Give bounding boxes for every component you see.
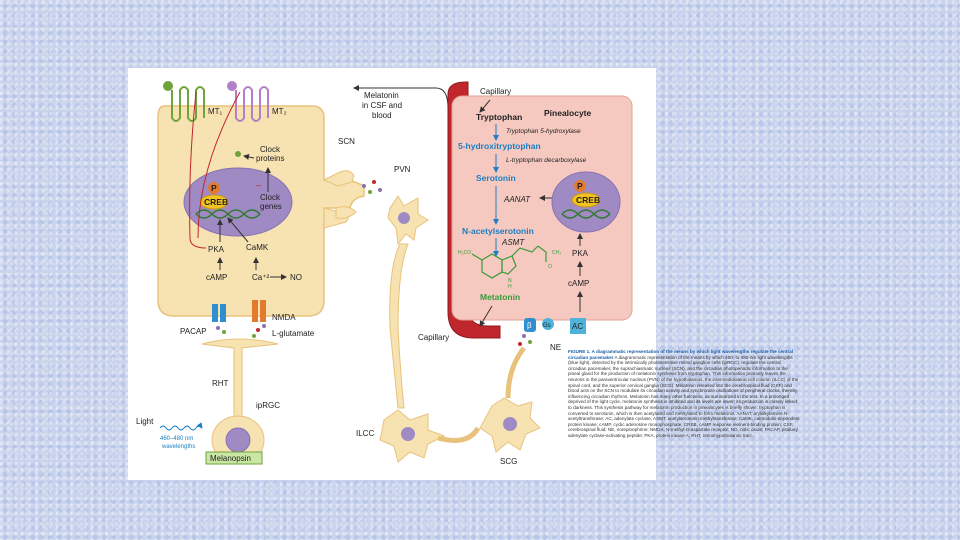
camk-label: CaMK [246, 243, 269, 252]
metatonin-label: Metatonin [480, 292, 520, 302]
beta-label: β [527, 321, 532, 330]
ilcc-label: ILCC [356, 429, 374, 438]
pacap-receptor [212, 304, 226, 322]
capillary-bottom-label: Capillary [418, 333, 449, 342]
caption-title: FIGURE 1. A diagrammatic representation … [568, 349, 794, 360]
pvn-nucleus [398, 212, 410, 224]
arrow-cap-trp [479, 99, 491, 113]
camp-label-left: cAMP [206, 273, 227, 282]
gs-label: Gs [543, 323, 551, 329]
iprgc-label: ipRGC [256, 401, 280, 410]
light-wave [159, 422, 203, 431]
mt1-receptor [163, 81, 205, 122]
p-label-right: P [577, 181, 583, 191]
ne-label: NE [550, 343, 561, 352]
light-label: Light [136, 417, 154, 426]
melatonin-molecule [471, 245, 547, 279]
mt2-label: MT₂ [272, 107, 287, 116]
aadc-label: L-tryptophan decarboxylase [506, 157, 587, 164]
asmt-label: ASMT [501, 238, 525, 247]
nas-label: N-acetylserotonin [462, 226, 534, 236]
no-label: NO [290, 273, 302, 282]
melatonin-csf-label-3: blood [372, 111, 392, 120]
mt2-inhibit-line [197, 91, 241, 239]
htp-label: 5-hydroxitryptophan [458, 141, 541, 151]
ch3-label: CH₃ [552, 250, 561, 256]
h3co-label: H₃CO [458, 250, 471, 256]
melanopsin-box [205, 451, 263, 465]
n-label: N [508, 278, 512, 284]
pvn-label: PVN [394, 165, 411, 174]
dna-helix-right [561, 209, 611, 219]
clock-proteins-label-2: proteins [256, 154, 284, 163]
scg-nucleus [503, 417, 517, 431]
clock-protein-dot [235, 151, 241, 157]
ilcc-nucleus [401, 427, 415, 441]
h-label: H [508, 284, 512, 290]
caption-body: A diagrammatic representation of the mea… [568, 354, 800, 438]
creb-left [199, 194, 229, 210]
vesicles-ne [518, 334, 532, 346]
p-circle-left [208, 182, 220, 194]
o-label: O [548, 264, 552, 270]
capillary-top-label: Capillary [480, 87, 511, 96]
figure-caption: FIGURE 1. A diagrammatic representation … [568, 349, 800, 439]
tryptophan-label: Tryptophan [476, 112, 522, 122]
p-label-left: P [211, 183, 217, 193]
aanat-label: AANAT [503, 195, 531, 204]
pka-label-left: PKA [208, 245, 225, 254]
nmda-receptor [252, 300, 266, 322]
pvn-axon [389, 243, 409, 409]
iprgc-nucleus [225, 427, 251, 453]
ca-label: Ca⁺² [252, 273, 269, 282]
pinealocyte-label: Pinealocyte [544, 108, 592, 118]
inhibition-minus: – [256, 180, 261, 190]
mt2-receptor [227, 81, 269, 122]
scn-label: SCN [338, 137, 355, 146]
pacap-label: PACAP [180, 327, 207, 336]
serotonin-label: Serotonin [476, 173, 516, 183]
ilcc-scg-axon [437, 426, 481, 443]
scg-axon [505, 346, 526, 399]
creb-right [571, 192, 601, 208]
mt1-label: MT₁ [208, 107, 223, 116]
figure-panel: MT₁ MT₂ Melatonin in CSF and blood SCN C… [128, 68, 800, 480]
nmda-label: NMDA [272, 313, 296, 322]
wavelength-label-1: 460–480 nm [160, 436, 193, 442]
p-circle-right [574, 180, 586, 192]
camp-label-right: cAMP [568, 279, 589, 288]
rht-label: RHT [212, 379, 229, 388]
clock-proteins-arrow [243, 154, 255, 160]
mt1-inhibit-line [189, 91, 207, 249]
melanopsin-label: Melanopsin [210, 454, 251, 463]
melatonin-csf-label-1: Melatonin [364, 91, 399, 100]
pinealocyte-cell [451, 95, 633, 321]
creb-label-left: CREB [204, 197, 228, 207]
wavelength-label-2: wavelengths [161, 444, 195, 450]
gs-circle [542, 318, 554, 330]
clock-genes-label-2: genes [260, 202, 282, 211]
scg-label: SCG [500, 457, 517, 466]
circadian-diagram: MT₁ MT₂ Melatonin in CSF and blood SCN C… [136, 81, 633, 466]
beta-receptor [524, 318, 536, 332]
clock-proteins-label-1: Clock [260, 145, 281, 154]
glutamate-label: L-glutamate [272, 329, 315, 338]
pka-label-right: PKA [572, 249, 589, 258]
vesicles-pvn [362, 180, 382, 194]
creb-label-right: CREB [576, 195, 600, 205]
ac-label: AC [572, 322, 583, 331]
arrow-mel-cap [479, 305, 493, 327]
clock-genes-label-1: Clock [260, 193, 281, 202]
camk-creb-arrow [227, 217, 249, 243]
tph-label: Tryptophan 5-hydroxylase [506, 128, 581, 135]
vesicles-synapse [216, 324, 266, 338]
melatonin-csf-label-2: in CSF and [362, 101, 402, 110]
ac-box [570, 318, 586, 334]
dna-helix-left [195, 209, 261, 219]
